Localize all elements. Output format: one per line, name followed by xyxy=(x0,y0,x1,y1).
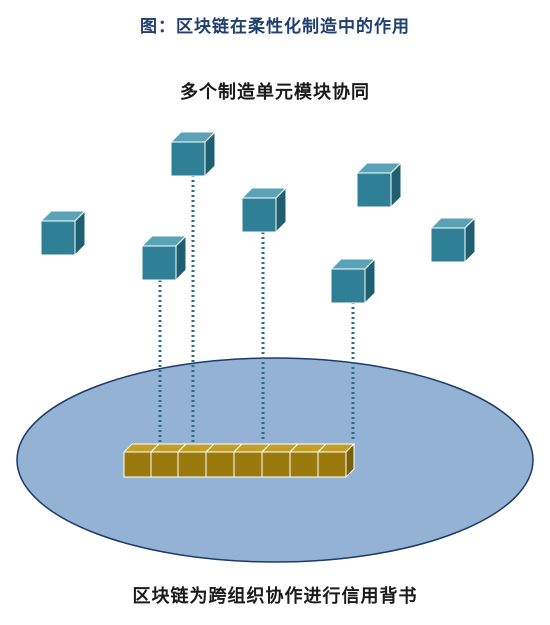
chain-block xyxy=(316,442,356,479)
figure-title: 图：区块链在柔性化制造中的作用 xyxy=(140,17,410,37)
chain-block xyxy=(260,443,300,478)
chain-block xyxy=(149,443,188,478)
blockchain-chain xyxy=(122,442,356,479)
chain-block xyxy=(288,443,328,478)
module-cube xyxy=(355,161,403,209)
module-cube-connected xyxy=(240,186,288,234)
module-cube-connected xyxy=(329,257,377,305)
module-cube-connected xyxy=(169,130,217,178)
module-cube xyxy=(429,216,477,264)
blockchain-label: 区块链为跨组织协作进行信用背书 xyxy=(132,586,418,607)
modules-label: 多个制造单元模块协同 xyxy=(180,82,370,103)
chain-block xyxy=(176,443,216,478)
module-cube xyxy=(39,209,87,257)
module-cube-connected xyxy=(140,234,188,282)
